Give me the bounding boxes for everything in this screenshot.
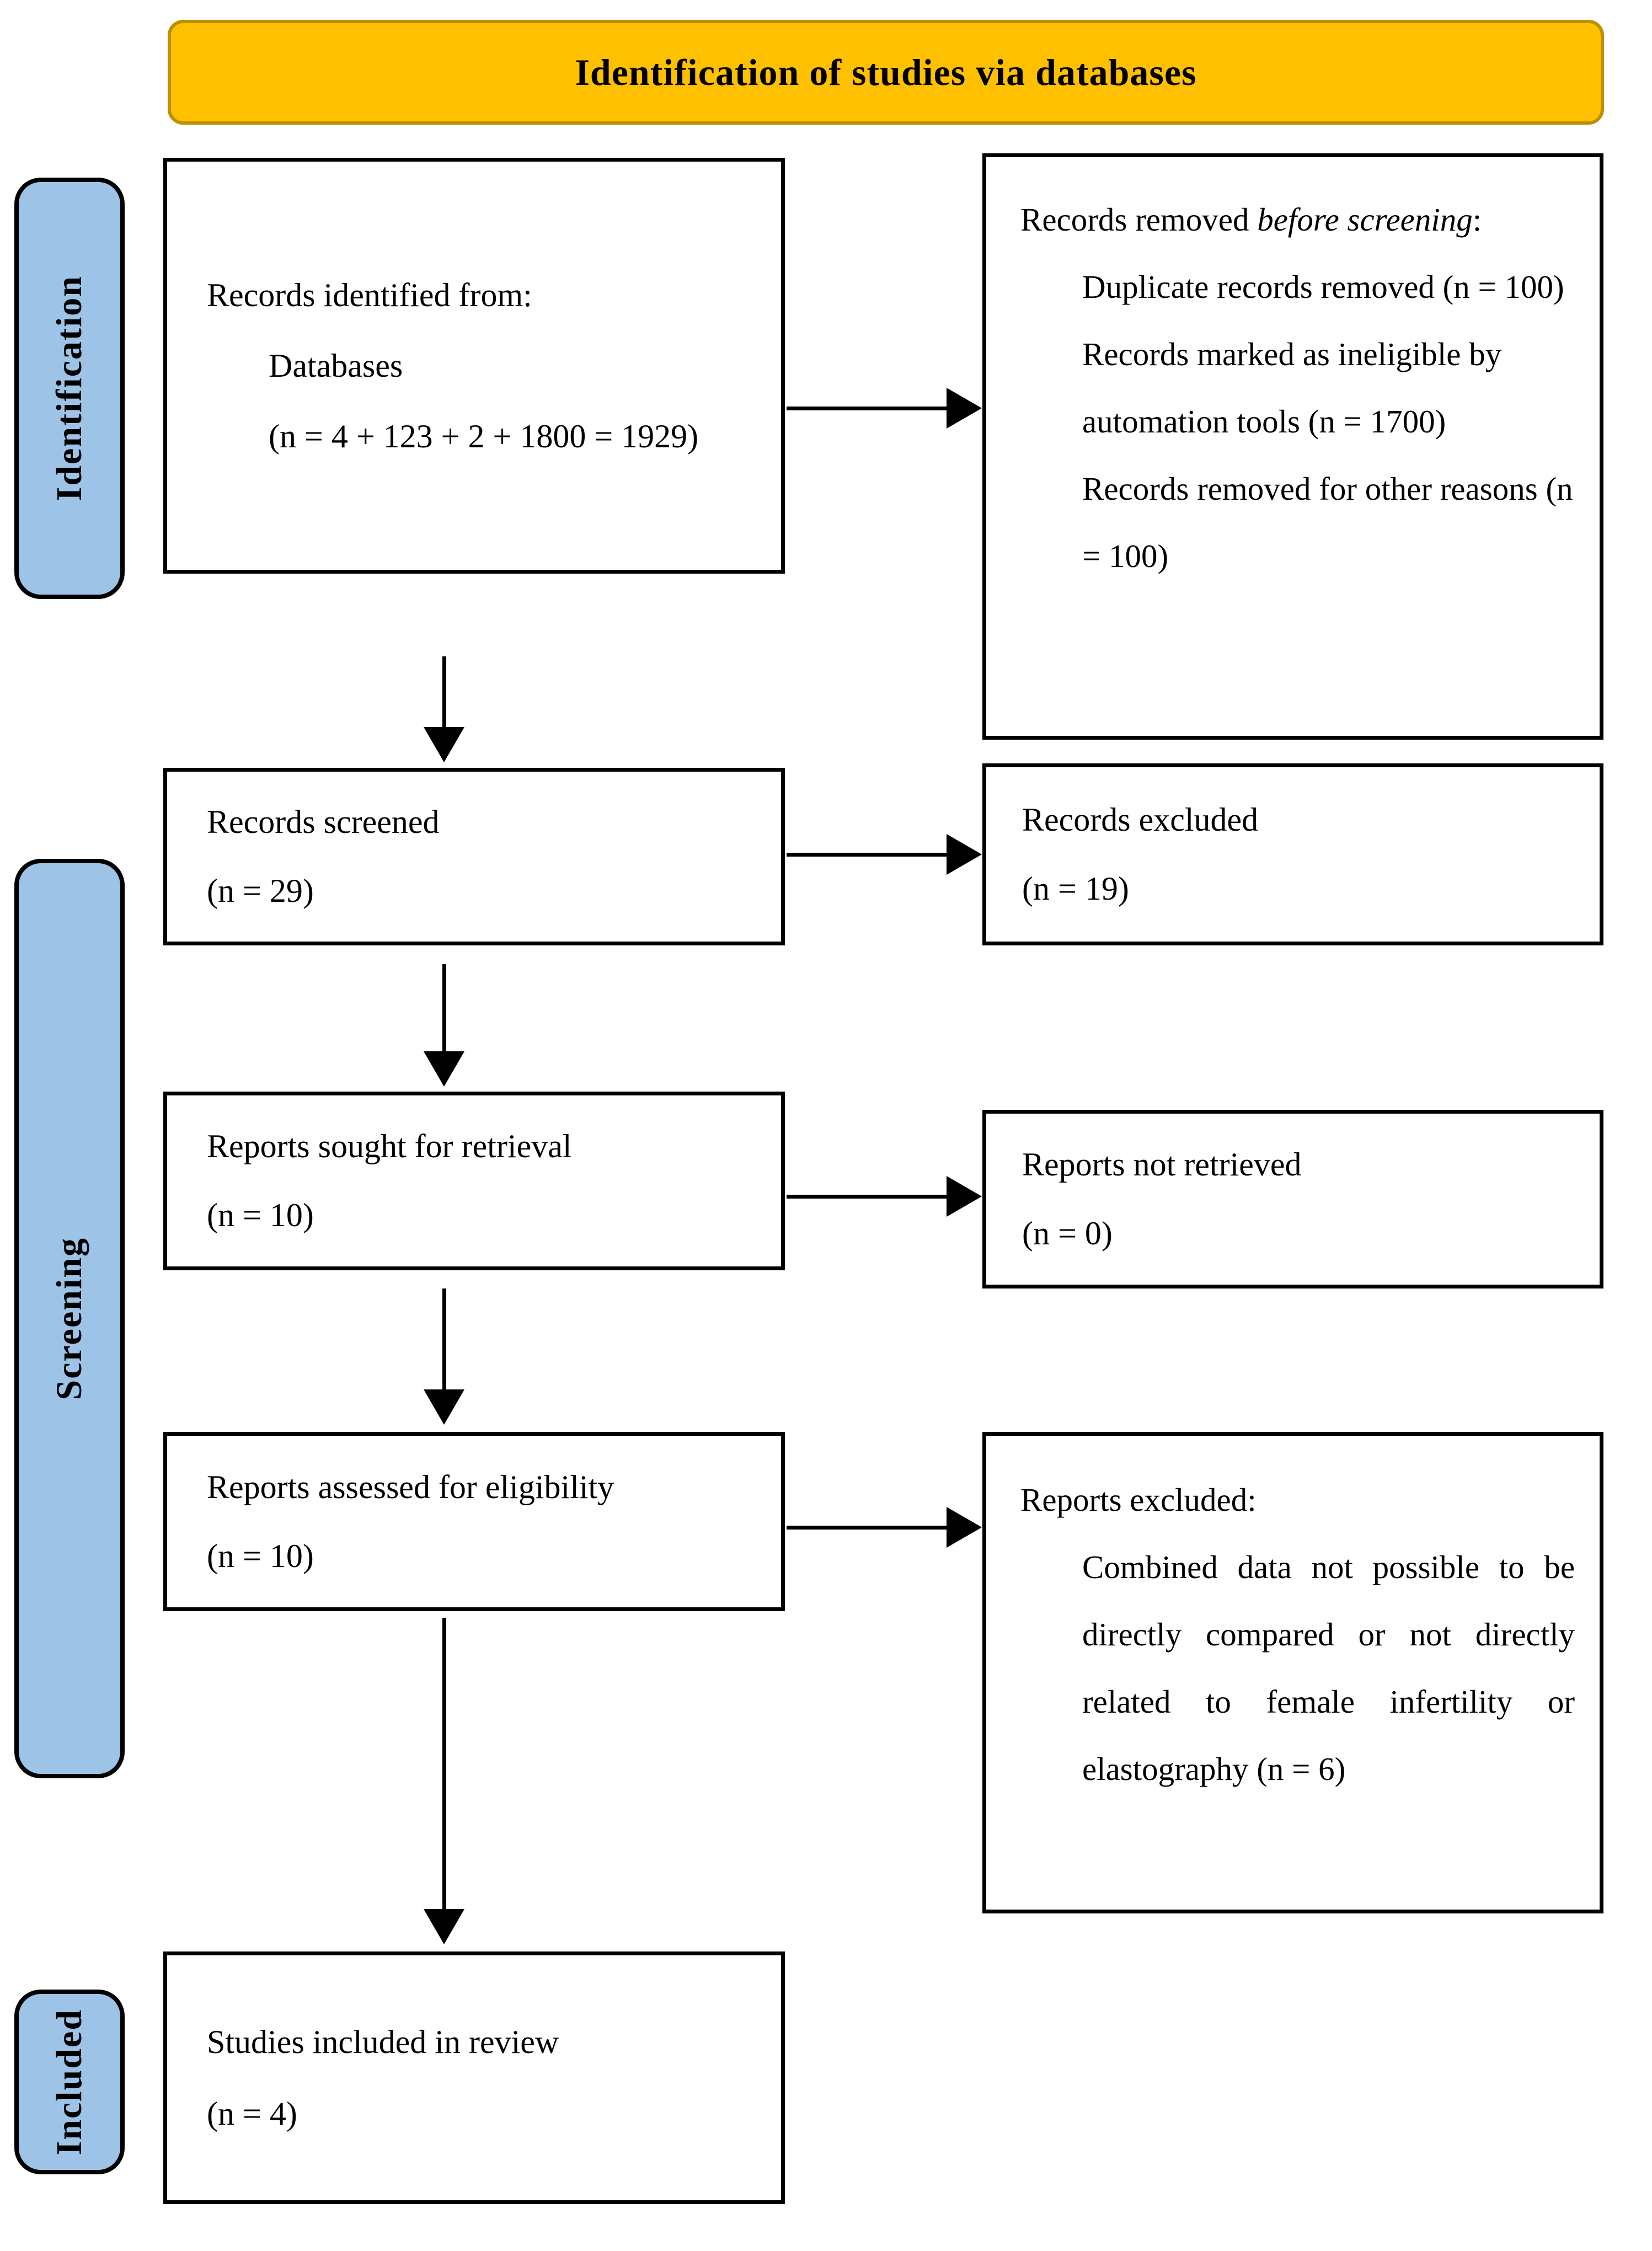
box-reports-excluded: Reports excluded: Combined data not poss… (982, 1432, 1603, 1913)
box-records-identified: Records identified from: Databases (n = … (163, 158, 785, 574)
arrow-down-icon (424, 1909, 464, 1944)
box-line: Duplicate records removed (n = 100) (1082, 269, 1564, 305)
box-line: Records screened (207, 804, 440, 840)
box-records-removed: Records removed before screening: Duplic… (982, 153, 1603, 740)
phase-tab-identification: Identification (14, 178, 125, 599)
box-text-italic: before screening (1257, 201, 1473, 238)
box-line: (n = 19) (1022, 870, 1129, 907)
phase-tab-label: Screening (49, 1237, 89, 1400)
box-reports-assessed: Reports assessed for eligibility (n = 10… (163, 1432, 785, 1611)
box-records-excluded: Records excluded (n = 19) (982, 763, 1603, 945)
arrow-stem (442, 1618, 446, 1911)
phase-tab-screening: Screening (14, 859, 125, 1778)
arrow-stem (787, 1195, 950, 1199)
box-line: Reports not retrieved (1022, 1146, 1302, 1183)
diagram-title-banner: Identification of studies via databases (168, 20, 1604, 125)
box-studies-included: Studies included in review (n = 4) (163, 1951, 785, 2204)
box-text: Records removed (1020, 201, 1258, 238)
box-line: Records excluded (1022, 801, 1259, 838)
arrow-stem (442, 656, 446, 731)
box-line: Records identified from: (207, 277, 532, 313)
arrow-down-icon (424, 727, 464, 762)
arrow-right-icon (947, 1507, 982, 1548)
box-line: Reports excluded: (1020, 1482, 1257, 1518)
box-line: Records removed for other reasons (n = 1… (1082, 470, 1573, 574)
phase-tab-label: Included (49, 2008, 89, 2156)
box-line: Records marked as ineligible by automati… (1082, 336, 1502, 440)
box-line: (n = 10) (207, 1197, 314, 1233)
arrow-stem (442, 964, 446, 1054)
box-text: : (1472, 201, 1482, 238)
box-line: Reports assessed for eligibility (207, 1468, 614, 1505)
box-line: Combined data not possible to be directl… (1082, 1549, 1575, 1787)
box-line: (n = 29) (207, 873, 314, 909)
box-line: (n = 0) (1022, 1215, 1113, 1252)
box-line: Databases (269, 347, 403, 384)
arrow-stem (442, 1288, 446, 1391)
box-line: (n = 4) (207, 2095, 297, 2132)
box-records-screened: Records screened (n = 29) (163, 768, 785, 945)
diagram-title: Identification of studies via databases (575, 51, 1197, 93)
arrow-stem (787, 1526, 950, 1530)
arrow-right-icon (947, 834, 982, 875)
arrow-stem (787, 853, 950, 857)
arrow-right-icon (947, 1176, 982, 1217)
arrow-down-icon (424, 1051, 464, 1087)
box-line: Records removed before screening: (1020, 186, 1576, 253)
arrow-right-icon (947, 388, 982, 429)
box-line: (n = 10) (207, 1537, 314, 1574)
box-line: (n = 4 + 123 + 2 + 1800 = 1929) (269, 418, 699, 455)
box-line: Reports sought for retrieval (207, 1128, 572, 1164)
phase-tab-included: Included (14, 1990, 125, 2174)
box-line: Studies included in review (207, 2024, 559, 2060)
phase-tab-label: Identification (49, 275, 89, 501)
box-reports-not-retrieved: Reports not retrieved (n = 0) (982, 1110, 1603, 1288)
arrow-down-icon (424, 1389, 464, 1425)
arrow-stem (787, 407, 950, 410)
box-reports-sought: Reports sought for retrieval (n = 10) (163, 1092, 785, 1270)
